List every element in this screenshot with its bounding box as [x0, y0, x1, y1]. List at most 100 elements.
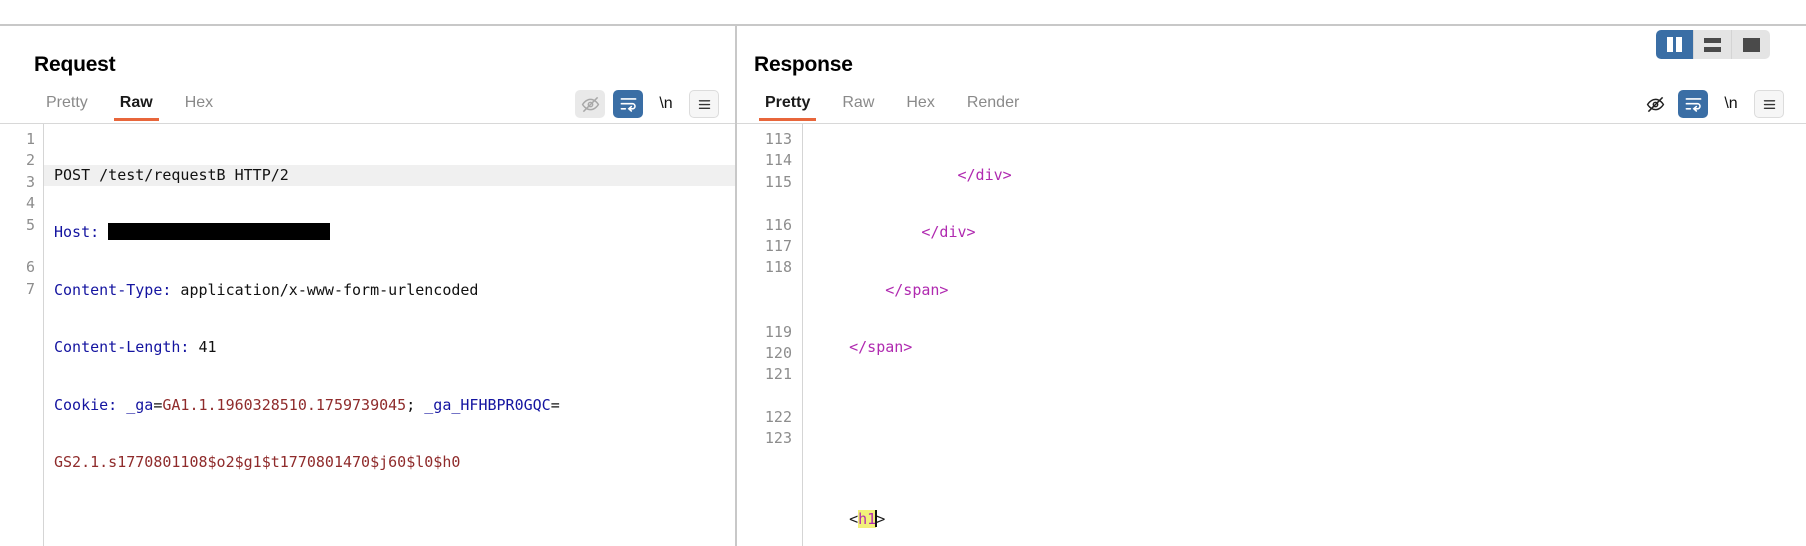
single-pane-icon: [1742, 37, 1760, 52]
line-number: 123: [764, 429, 792, 448]
line-number: 2: [25, 151, 35, 170]
line-number-blank: [737, 386, 792, 407]
line-number: 118: [764, 258, 792, 277]
close-bracket: >: [876, 510, 886, 529]
code-line-117-blank: [813, 452, 1806, 473]
response-tabbar-divider: [737, 123, 1806, 124]
menu-icon[interactable]: [1754, 90, 1784, 118]
line-number-blank: [737, 300, 792, 321]
window-top-strip: [0, 0, 1806, 26]
code-line-113: </div>: [813, 165, 1806, 186]
line-number: 116: [764, 215, 792, 234]
newline-icon[interactable]: \n: [1716, 90, 1746, 118]
close-tag-span: </span>: [849, 338, 913, 357]
code-line-5: Cookie: _ga=GA1.1.1960328510.1759739045;…: [54, 395, 735, 416]
layout-single-pane-button[interactable]: [1732, 30, 1770, 59]
request-proto: HTTP/2: [225, 166, 289, 184]
request-tabs[interactable]: Pretty Raw Hex: [30, 88, 229, 121]
line-number-blank: [0, 236, 35, 257]
request-pane: Request Pretty Raw Hex: [0, 26, 735, 546]
line-number: 121: [764, 365, 792, 384]
header-value-content-length: 41: [189, 338, 217, 357]
cookie-value-ga: GA1.1.1960328510.1759739045: [162, 395, 407, 414]
close-tag-span: </span>: [885, 280, 949, 299]
header-name-content-length: Content-Length:: [54, 338, 190, 357]
line-number: 5: [25, 215, 35, 234]
layout-horizontal-split-button[interactable]: [1694, 30, 1732, 59]
code-line-2: Host:: [54, 222, 735, 243]
cookie-equals: =: [153, 395, 163, 414]
tab-request-pretty[interactable]: Pretty: [46, 94, 88, 111]
response-line-gutter: 113 114 115 116 117 118 119 120 121 122 …: [737, 124, 803, 546]
response-tabs[interactable]: Pretty Raw Hex Render: [749, 88, 1035, 121]
request-tabbar-divider: [0, 123, 735, 124]
line-number: 122: [764, 408, 792, 427]
request-tabbar: Pretty Raw Hex: [0, 88, 735, 124]
header-name-content-type: Content-Type:: [54, 280, 172, 299]
newline-label: \n: [1724, 95, 1738, 112]
vertical-split-icon: [1667, 37, 1682, 52]
code-line-5-wrapped: GS2.1.s1770801108$o2$g1$t1770801470$j60$…: [54, 452, 735, 473]
response-tabbar: Pretty Raw Hex Render: [737, 88, 1806, 124]
request-toolbar[interactable]: \n: [575, 90, 719, 118]
code-line-6-blank: [54, 509, 735, 530]
request-path: /test/requestB: [99, 166, 226, 184]
cookie-value-ga-session: GS2.1.s1770801108$o2$g1$t1770801470$j60$…: [54, 452, 461, 471]
tab-response-render[interactable]: Render: [966, 94, 1020, 111]
code-line-116-blank: [813, 395, 1806, 416]
word-wrap-icon[interactable]: [613, 90, 643, 118]
line-number: 4: [25, 194, 35, 213]
line-number: 114: [764, 151, 792, 170]
line-number: 115: [764, 172, 792, 191]
layout-toggle-group[interactable]: [1656, 30, 1770, 59]
newline-label: \n: [659, 95, 673, 112]
header-value-content-type: application/x-www-form-urlencoded: [171, 280, 479, 299]
code-line-4: Content-Length: 41: [54, 337, 735, 358]
line-number: 3: [25, 172, 35, 191]
line-number-blank: [737, 193, 792, 214]
cookie-separator: ;: [406, 395, 425, 414]
close-tag-div: </div>: [957, 166, 1012, 184]
line-number: 120: [764, 343, 792, 362]
line-number: 7: [25, 279, 35, 298]
newline-icon[interactable]: \n: [651, 90, 681, 118]
response-code[interactable]: </div> </div> </span> </span> <h1> NNxhA…: [803, 124, 1806, 546]
tab-request-hex[interactable]: Hex: [184, 94, 214, 111]
request-line-gutter: 1 2 3 4 5 6 7: [0, 124, 44, 546]
request-editor[interactable]: 1 2 3 4 5 6 7 POST /test/requestB HTTP/2…: [0, 124, 735, 546]
code-line-115-wrapped: </span>: [813, 337, 1806, 358]
close-tag-div: </div>: [921, 223, 976, 242]
response-pane: Response Pretty Raw Hex Render: [735, 26, 1806, 546]
tab-request-raw[interactable]: Raw: [104, 88, 169, 121]
response-title: Response: [754, 53, 853, 76]
menu-icon[interactable]: [689, 90, 719, 118]
request-method: POST: [54, 166, 91, 184]
code-line-114: </div>: [813, 222, 1806, 243]
line-number: 6: [25, 258, 35, 277]
cookie-key-ga-session: _ga_HFHBPR0GQC: [424, 395, 551, 414]
eye-off-icon[interactable]: [1640, 90, 1670, 118]
horizontal-split-icon: [1704, 37, 1721, 52]
layout-vertical-split-button[interactable]: [1656, 30, 1694, 59]
tab-response-raw[interactable]: Raw: [842, 94, 875, 111]
eye-off-icon[interactable]: [575, 90, 605, 118]
response-toolbar[interactable]: \n: [1640, 90, 1784, 118]
cookie-key-ga: _ga: [126, 395, 154, 414]
line-number: 1: [25, 130, 35, 148]
tab-response-pretty[interactable]: Pretty: [749, 88, 826, 121]
line-number: 117: [764, 236, 792, 255]
open-bracket: <: [849, 510, 859, 529]
open-tag-h1-highlighted: h1: [858, 510, 877, 529]
line-number: 113: [764, 130, 792, 148]
tab-response-hex[interactable]: Hex: [906, 94, 935, 111]
text-cursor: [875, 510, 878, 528]
redacted-host-value: [108, 223, 331, 241]
header-name-cookie: Cookie:: [54, 395, 127, 414]
code-line-115: </span>: [813, 280, 1806, 301]
response-editor[interactable]: 113 114 115 116 117 118 119 120 121 122 …: [737, 124, 1806, 546]
line-number: 119: [764, 322, 792, 341]
code-line-118: <h1>: [813, 509, 1806, 530]
word-wrap-icon[interactable]: [1678, 90, 1708, 118]
request-code[interactable]: POST /test/requestB HTTP/2 Host: Content…: [44, 124, 735, 546]
